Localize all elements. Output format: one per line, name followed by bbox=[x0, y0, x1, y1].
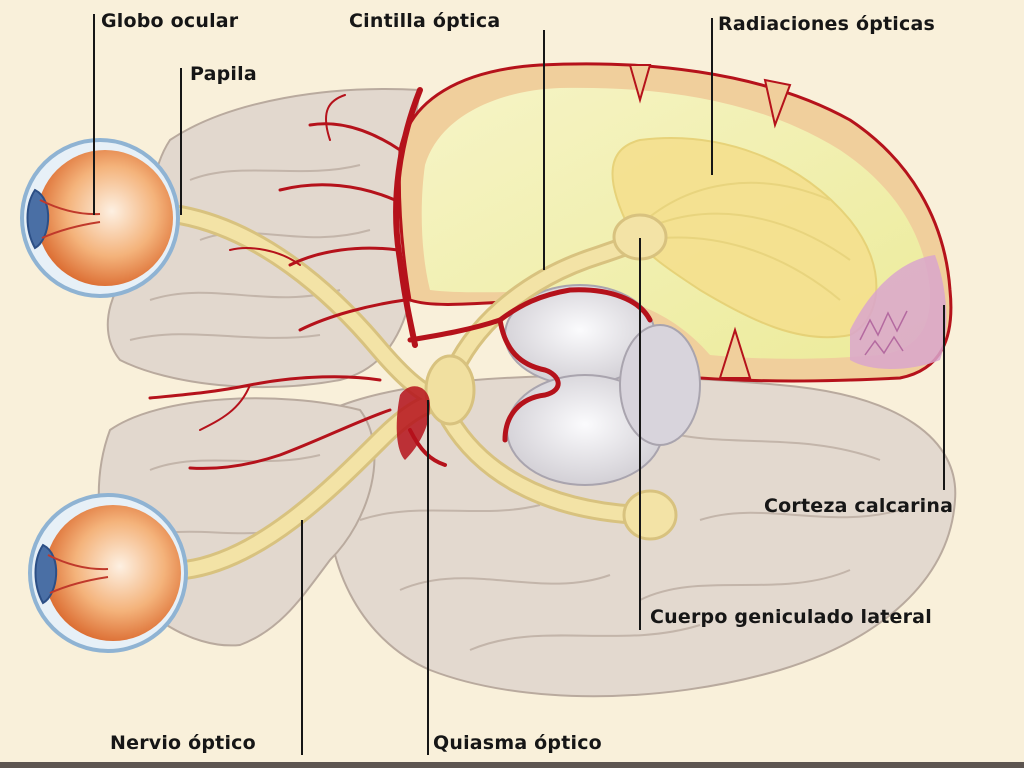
eye-lower bbox=[28, 493, 188, 653]
optic-radiations bbox=[611, 137, 878, 339]
lateral-geniculate-lower bbox=[622, 489, 678, 541]
calcarine-cortex bbox=[850, 255, 947, 369]
calcarine-texture bbox=[859, 310, 908, 356]
label-radiaciones-opticas: Radiaciones ópticas bbox=[718, 13, 935, 35]
label-corteza-calcarina: Corteza calcarina bbox=[764, 495, 954, 517]
circle-of-willis bbox=[396, 386, 430, 460]
label-nervio-optico: Nervio óptico bbox=[110, 732, 256, 754]
arteries bbox=[148, 87, 653, 470]
leader-lines bbox=[93, 14, 945, 755]
label-cintilla-optica: Cintilla óptica bbox=[349, 10, 501, 32]
label-quiasma-optico: Quiasma óptico bbox=[433, 732, 602, 754]
eye-upper bbox=[20, 138, 180, 298]
label-globo-ocular: Globo ocular bbox=[101, 10, 239, 32]
cortex-sulci bbox=[628, 64, 792, 379]
label-papila: Papila bbox=[190, 63, 257, 85]
radiation-fibers bbox=[639, 181, 851, 301]
bottom-border-bar bbox=[0, 762, 1024, 768]
optic-chiasm bbox=[424, 354, 476, 426]
midbrain-mass bbox=[619, 324, 701, 446]
label-cuerpo-geniculado-lateral: Cuerpo geniculado lateral bbox=[650, 606, 932, 628]
